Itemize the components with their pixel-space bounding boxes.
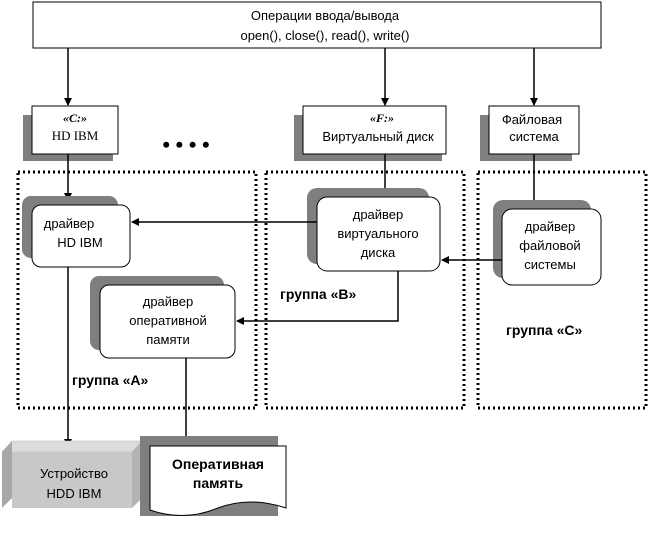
ram-device-line1: Оперативная — [172, 456, 264, 472]
arrow-virtual-to-ram-driver — [236, 271, 399, 325]
drive-c-name: HD IBM — [52, 128, 99, 143]
drive-c-box: «C:» HD IBM — [23, 105, 119, 161]
ram-driver-line3: памяти — [146, 332, 189, 347]
ram-driver-line1: драйвер — [143, 294, 194, 309]
hd-driver-box: драйвер HD IBM — [22, 196, 131, 268]
group-a-label: группа «А» — [72, 372, 148, 388]
drive-f-name: Виртуальный диск — [322, 129, 434, 144]
ram-driver-box: драйвер оперативной памяти — [90, 276, 236, 359]
hdd-device-line2: HDD IBM — [47, 486, 102, 501]
virtual-driver-line3: диска — [361, 245, 396, 260]
fs-driver-box: драйвер файловой системы — [493, 200, 602, 286]
group-c-label: группа «С» — [506, 322, 582, 338]
io-operations-box: Операции ввода/вывода open(), close(), r… — [32, 1, 602, 49]
ellipsis: • • • • — [162, 132, 209, 157]
fs-driver-line2: файловой — [519, 238, 580, 253]
drive-f-letter: «F:» — [370, 111, 394, 125]
ram-device: Оперативная память — [140, 436, 287, 517]
file-system-line2: система — [509, 129, 559, 144]
group-b-label: группа «В» — [280, 286, 356, 302]
drive-f-box: «F:» Виртуальный диск — [294, 105, 447, 161]
virtual-disk-driver-box: драйвер виртуального диска — [307, 188, 441, 272]
virtual-driver-line2: виртуального — [337, 226, 418, 241]
hdd-device: Устройство HDD IBM — [1, 440, 143, 508]
file-system-box: Файловая система — [480, 105, 580, 161]
io-operations-title: Операции ввода/вывода — [251, 8, 400, 23]
group-c-frame — [476, 170, 648, 410]
group-a-frame — [16, 170, 258, 410]
hd-driver-line1: драйвер — [44, 216, 95, 231]
io-operations-functions: open(), close(), read(), write() — [240, 28, 409, 43]
ram-driver-line2: оперативной — [129, 313, 206, 328]
drive-c-letter: «C:» — [63, 111, 87, 125]
fs-driver-line1: драйвер — [525, 219, 576, 234]
hd-driver-line2: HD IBM — [57, 235, 103, 250]
virtual-driver-line1: драйвер — [353, 207, 404, 222]
hdd-device-line1: Устройство — [40, 466, 108, 481]
ram-device-line2: память — [193, 475, 244, 491]
fs-driver-line3: системы — [524, 257, 576, 272]
group-b-frame — [264, 170, 466, 410]
file-system-line1: Файловая — [502, 112, 562, 127]
